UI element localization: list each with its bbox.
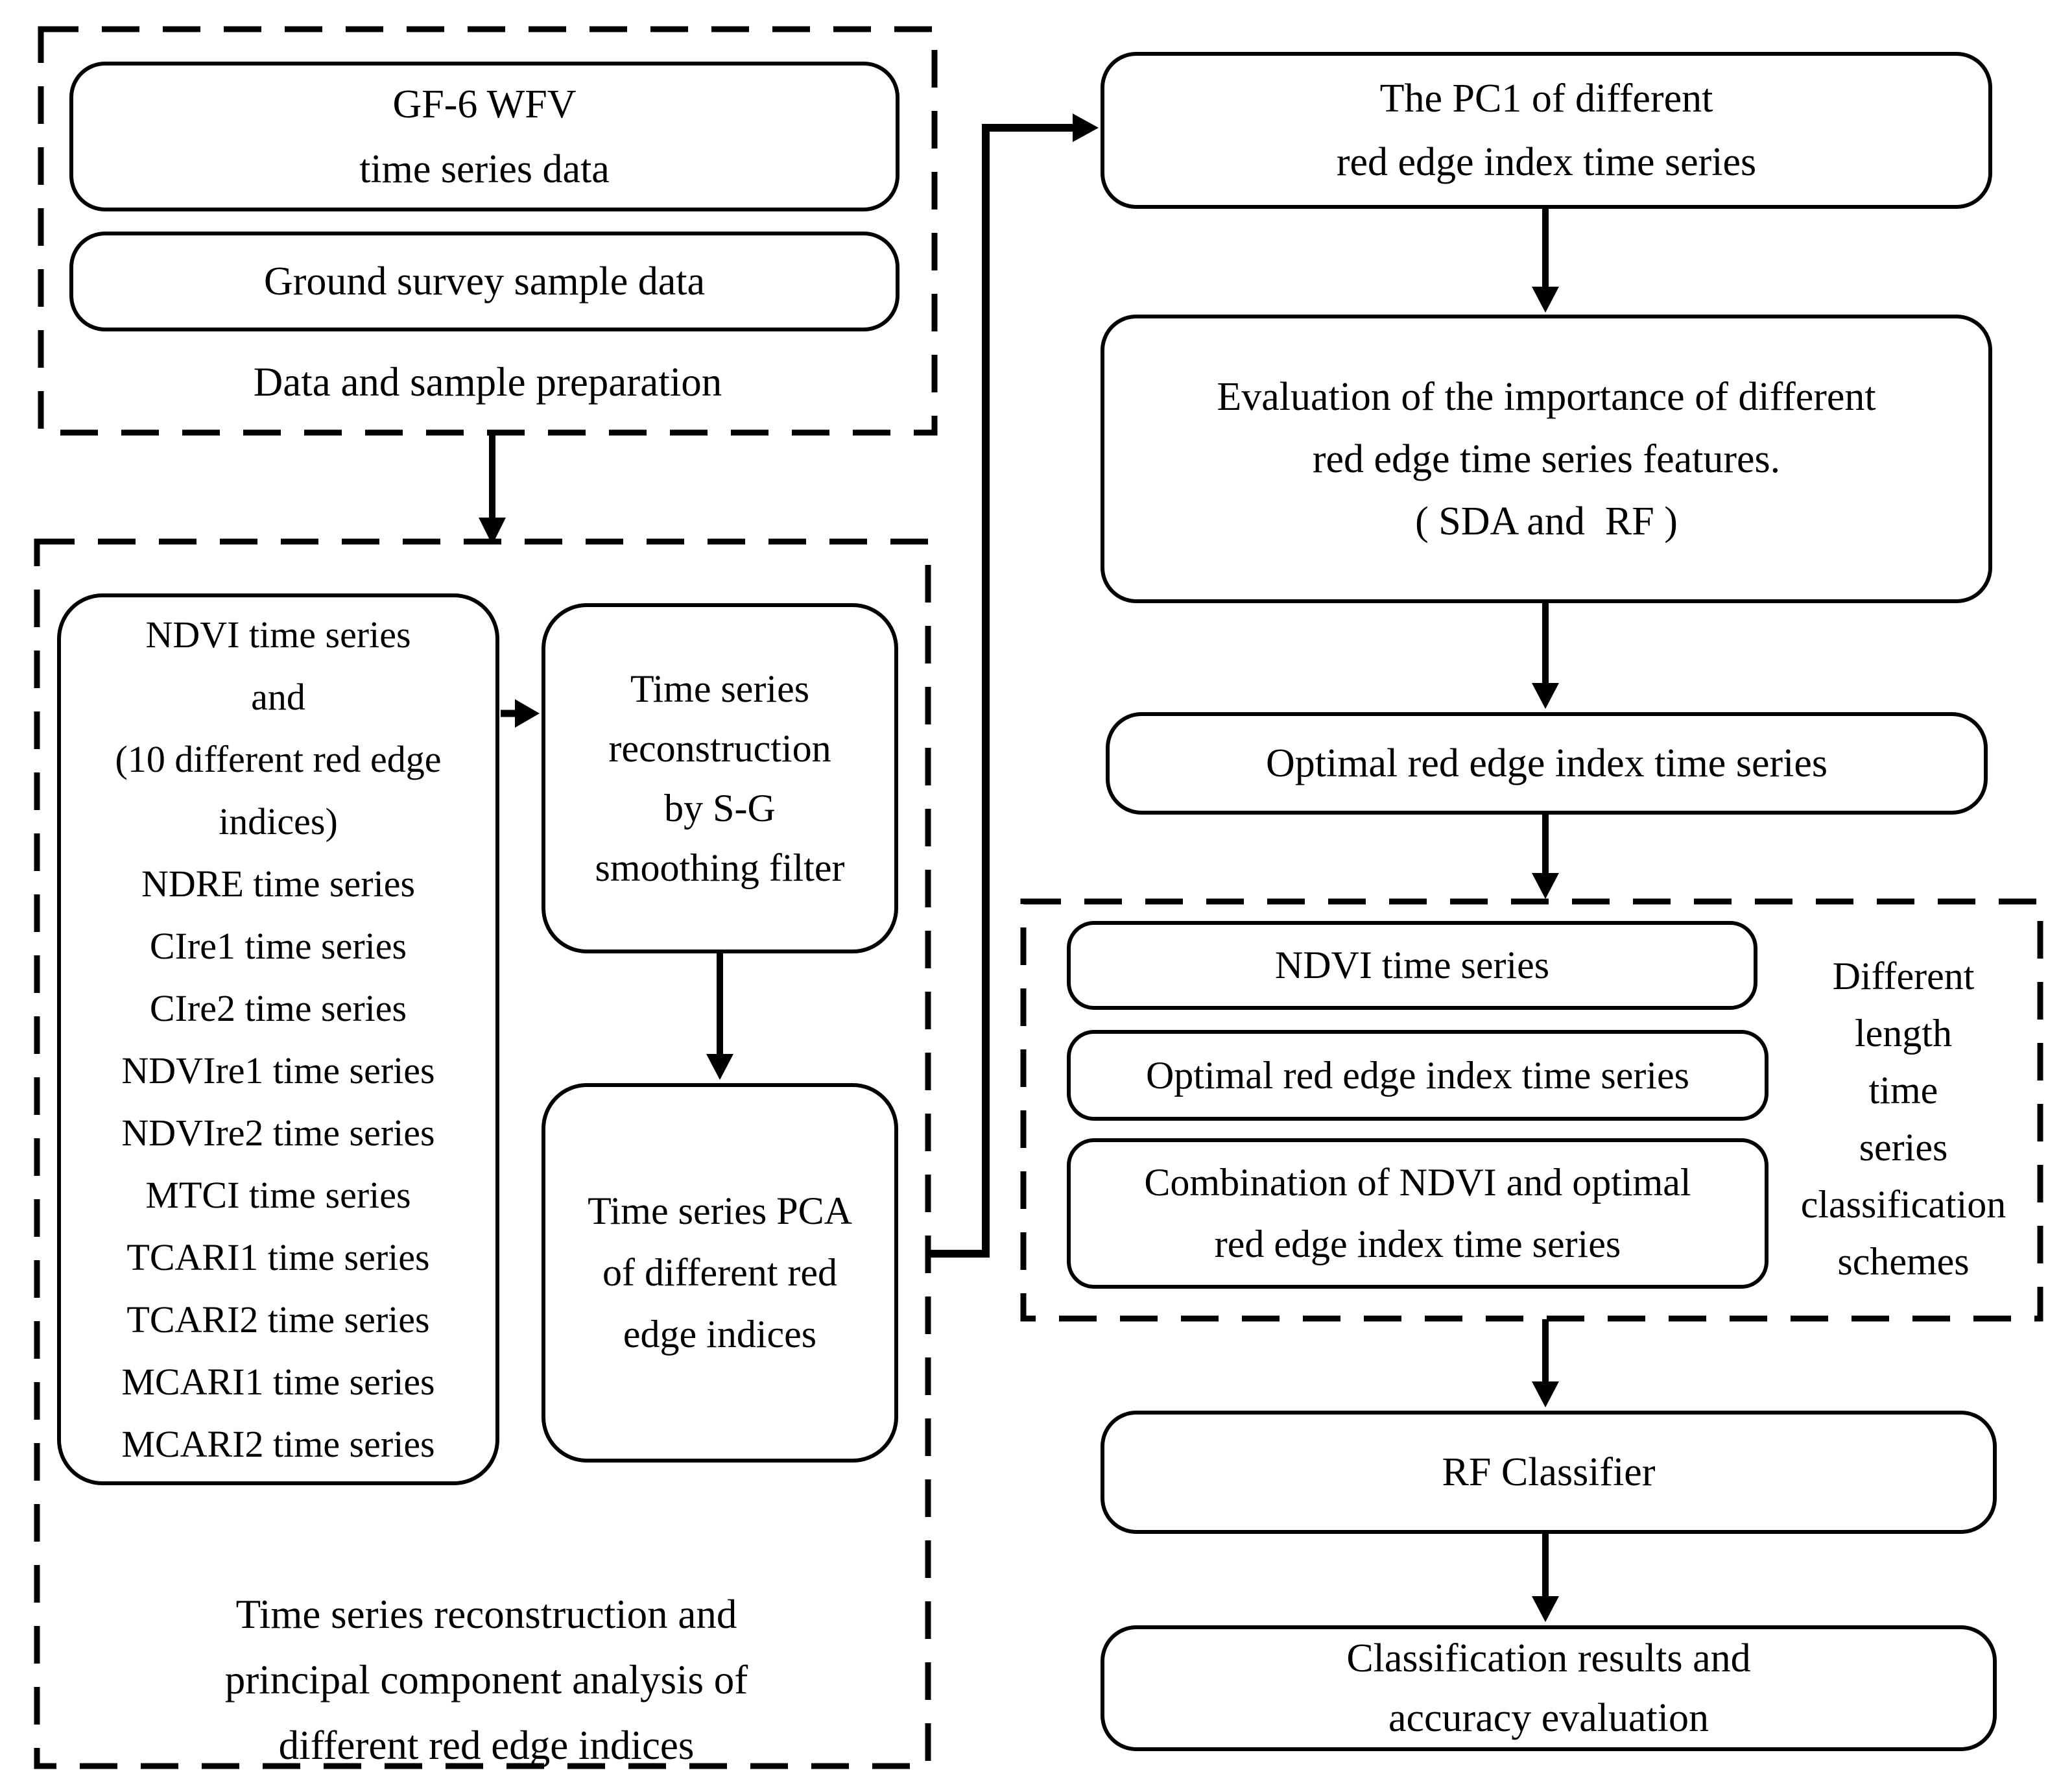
node-line: Ground survey sample data (263, 259, 706, 304)
node-line: Combination of NDVI and optimal (1144, 1161, 1691, 1204)
node-index-time-series-list: NDVI time series and (10 different red e… (57, 593, 499, 1485)
node-line: accuracy evaluation (1388, 1696, 1709, 1740)
node-line: NDVIre1 time series (121, 1049, 435, 1092)
caption-line: length (1855, 1012, 1952, 1055)
caption-line: Different (1832, 955, 1975, 998)
node-scheme-combination-series: Combination of NDVI and optimal red edge… (1067, 1138, 1768, 1289)
node-line: CIre1 time series (149, 924, 407, 967)
caption-line: schemes (1837, 1240, 1970, 1283)
node-line: and (251, 675, 305, 718)
node-line: TCARI1 time series (126, 1236, 430, 1278)
node-line: MCARI1 time series (121, 1360, 435, 1403)
node-line: red edge time series features. (1312, 436, 1781, 481)
arrow-down-pc1-to-evaluation-icon (1532, 209, 1559, 313)
caption-line: principal component analysis of (224, 1657, 748, 1702)
node-line: NDVI time series (145, 613, 411, 656)
node-line: Optimal red edge index time series (1265, 741, 1828, 785)
node-line: RF Classifier (1442, 1450, 1656, 1494)
node-line: MTCI time series (145, 1173, 411, 1216)
node-line: red edge index time series (1336, 140, 1757, 184)
arrow-right-indices-to-sg-icon (501, 699, 540, 728)
node-line: smoothing filter (595, 846, 845, 889)
node-ground-survey-data: Ground survey sample data (69, 232, 899, 331)
dashed-group-data-preparation (38, 26, 938, 436)
node-line: TCARI2 time series (126, 1298, 430, 1341)
caption-line: Data and sample preparation (253, 359, 722, 405)
dashed-group-classification-schemes (1020, 898, 2043, 1322)
caption-reconstruction-pca: Time series reconstruction and principal… (39, 1581, 934, 1779)
connector-pca-to-pc1-icon (927, 113, 1099, 1258)
node-scheme-ndvi-series: NDVI time series (1067, 921, 1757, 1010)
node-line: GF-6 WFV (392, 82, 577, 126)
node-classification-results: Classification results and accuracy eval… (1101, 1625, 1997, 1751)
node-line: (10 different red edge (115, 737, 442, 780)
caption-data-sample-preparation: Data and sample preparation (41, 355, 935, 409)
caption-line: different red edge indices (278, 1723, 695, 1768)
node-line: time series data (359, 147, 610, 191)
arrow-down-optimal-to-schemes-icon (1532, 815, 1559, 899)
node-line: edge indices (623, 1313, 817, 1356)
node-line: of different red (602, 1251, 838, 1294)
node-line: NDRE time series (141, 862, 416, 905)
arrow-down-evaluation-to-optimal-icon (1532, 603, 1559, 709)
node-line: Time series PCA (588, 1189, 852, 1232)
node-line: Time series (630, 667, 810, 710)
caption-line: Time series reconstruction and (235, 1592, 737, 1637)
node-pc1-red-edge: The PC1 of different red edge index time… (1101, 52, 1992, 209)
node-gf6-wfv-data: GF-6 WFV time series data (69, 62, 899, 211)
node-line: by S-G (664, 787, 776, 830)
node-importance-evaluation: Evaluation of the importance of differen… (1101, 315, 1992, 603)
arrow-down-sg-to-pca-icon (706, 953, 733, 1080)
node-line: NDVIre2 time series (121, 1111, 435, 1154)
caption-line: classification (1800, 1183, 2007, 1226)
node-line: CIre2 time series (149, 986, 407, 1029)
node-line: reconstruction (608, 727, 831, 770)
arrow-down-schemes-to-rf-icon (1532, 1319, 1559, 1407)
caption-line: series (1859, 1126, 1948, 1169)
node-scheme-optimal-series: Optimal red edge index time series (1067, 1030, 1768, 1121)
node-sg-smoothing-filter: Time series reconstruction by S-G smooth… (542, 603, 898, 953)
node-rf-classifier: RF Classifier (1101, 1411, 1997, 1534)
node-line: MCARI2 time series (121, 1422, 435, 1465)
node-optimal-red-edge-series: Optimal red edge index time series (1106, 712, 1988, 815)
node-line: indices) (219, 800, 338, 842)
node-time-series-pca: Time series PCA of different red edge in… (542, 1083, 898, 1463)
node-line: red edge index time series (1214, 1223, 1621, 1265)
node-line: ( SDA and RF ) (1415, 499, 1678, 544)
node-line: The PC1 of different (1379, 77, 1713, 121)
caption-different-length-schemes: Different length time series classificat… (1769, 944, 2038, 1294)
dashed-group-reconstruction-pca (34, 538, 931, 1769)
arrow-down-rf-to-results-icon (1532, 1534, 1559, 1622)
node-line: Evaluation of the importance of differen… (1217, 374, 1876, 419)
node-line: NDVI time series (1274, 944, 1550, 986)
caption-line: time (1868, 1069, 1938, 1112)
node-line: Optimal red edge index time series (1145, 1053, 1690, 1097)
node-line: Classification results and (1346, 1636, 1751, 1680)
arrow-down-prep-to-recon-icon (479, 433, 506, 545)
